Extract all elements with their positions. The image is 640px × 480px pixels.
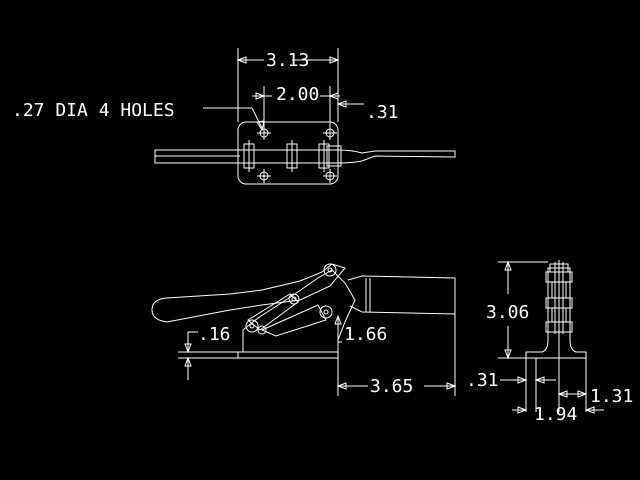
- dim-end-base-width: 1.94: [512, 404, 604, 425]
- end-view-base: [525, 267, 587, 359]
- top-view-pin-bosses: [243, 140, 342, 172]
- dim-hole-spacing-label: 2.00: [276, 84, 319, 105]
- dim-end-height: 3.06: [486, 260, 548, 360]
- top-view-handle-bar: [154, 149, 456, 164]
- top-view-mounting-holes: [257, 126, 337, 183]
- side-view: .16 1.66 3.65: [151, 263, 457, 397]
- dim-overall-width-label: 3.13: [266, 50, 309, 71]
- side-view-pivots: [245, 263, 337, 335]
- hole-callout-label: .27 DIA 4 HOLES: [12, 100, 175, 121]
- dim-end-height-label: 3.06: [486, 302, 529, 323]
- dim-overall-width: 3.13: [236, 48, 340, 122]
- dim-end-left-offset: .31: [466, 358, 556, 412]
- end-view-spindle: [545, 260, 573, 336]
- dim-edge-offset-label: .31: [366, 102, 399, 123]
- side-view-spindle-arm: [347, 275, 456, 315]
- side-view-handle: [151, 263, 346, 323]
- dim-pivot-height-label: 1.66: [344, 324, 387, 345]
- dim-end-left-offset-label: .31: [466, 370, 499, 391]
- side-view-base: [237, 351, 339, 359]
- end-view: 3.06 .31 1.31 1.94: [466, 260, 633, 425]
- hole-callout: .27 DIA 4 HOLES: [12, 100, 265, 132]
- dim-end-right-offset: 1.31: [557, 336, 633, 412]
- top-view: 3.13 2.00 .31 .27 DIA 4 HOLES: [12, 48, 456, 185]
- dim-end-base-width-label: 1.94: [534, 404, 577, 425]
- dim-reach: 3.65: [336, 314, 457, 397]
- dim-pivot-height: 1.66: [334, 314, 387, 352]
- dim-base-offset-label: .16: [198, 324, 231, 345]
- top-view-base-plate: [237, 121, 339, 185]
- dim-end-right-offset-label: 1.31: [590, 386, 633, 407]
- dim-reach-label: 3.65: [370, 376, 413, 397]
- dim-base-offset: .16: [178, 324, 238, 380]
- dim-edge-offset: .31: [336, 100, 399, 123]
- dim-hole-spacing: 2.00: [252, 84, 340, 126]
